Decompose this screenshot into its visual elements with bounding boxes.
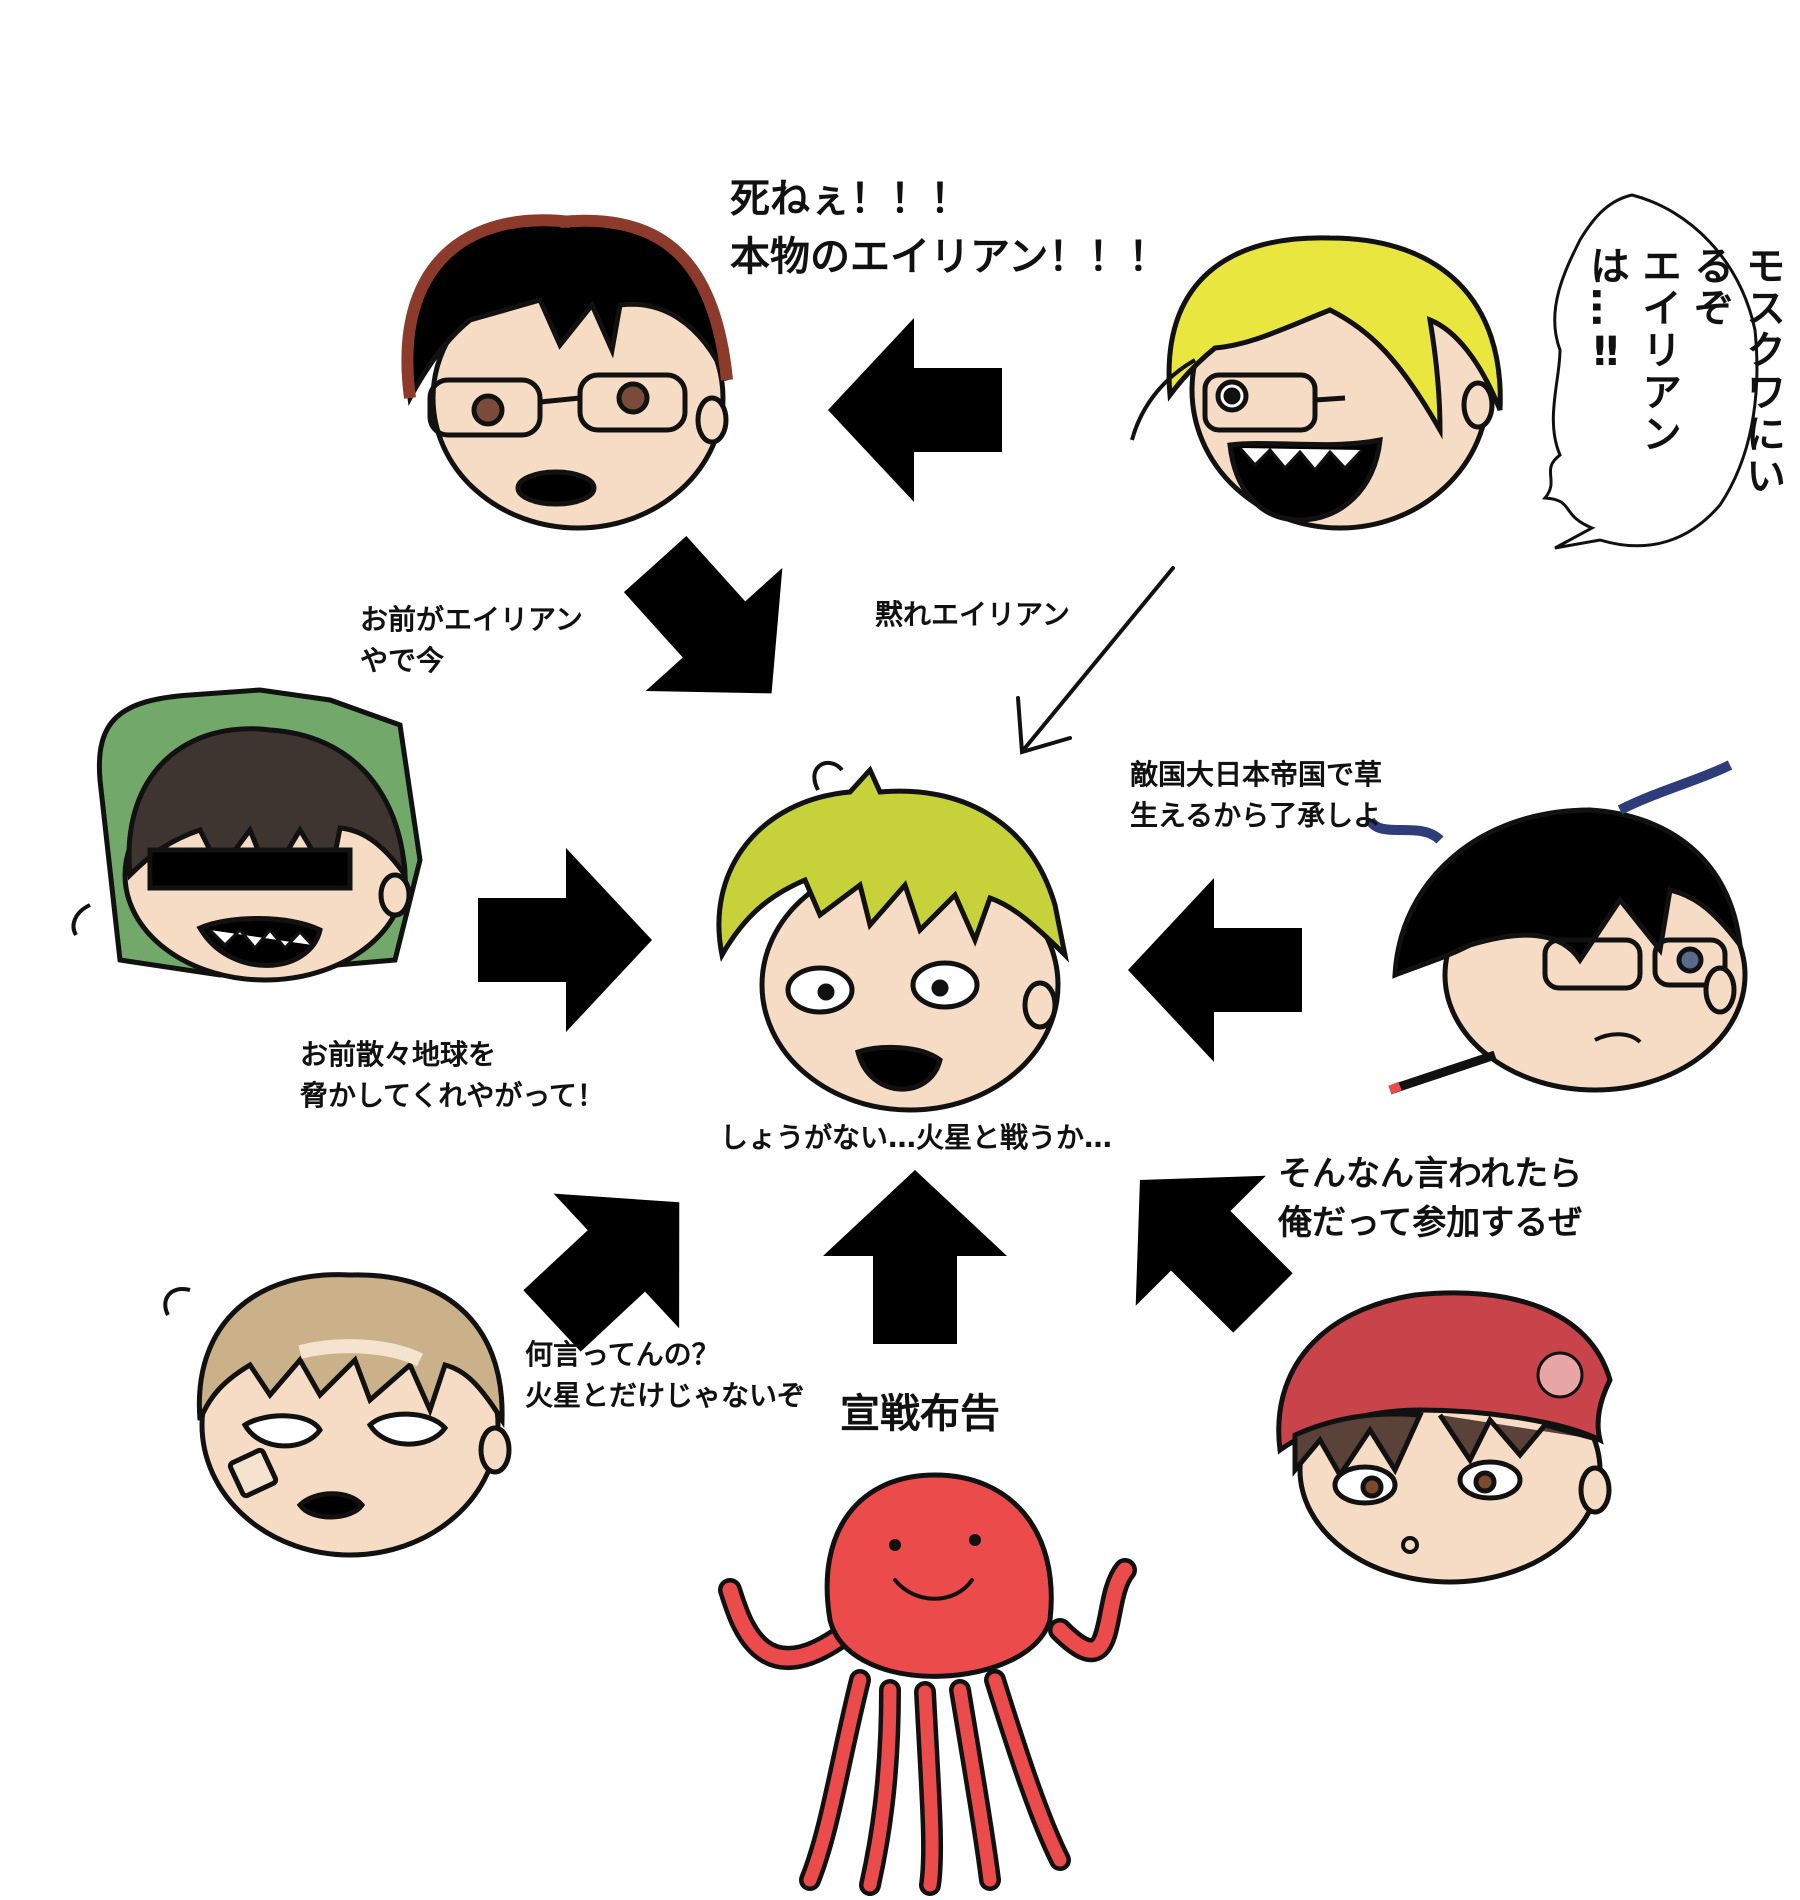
character-glasses-brown-hair bbox=[401, 214, 733, 531]
character-red-octopus-alien bbox=[718, 1472, 1137, 1896]
caption-left-accuse: お前がエイリアン やで今 bbox=[360, 603, 583, 677]
caption-center-mars: しょうがない…火星と戦うか… bbox=[720, 1121, 1113, 1154]
character-red-beanie bbox=[1276, 1290, 1613, 1585]
caption-left-earth: お前散々地球を 脅かしてくれやがって！ bbox=[300, 1038, 605, 1112]
character-center-blond bbox=[716, 760, 1070, 1113]
caption-right-join: そんなん言われたら 俺だって参加するぜ bbox=[1278, 1154, 1583, 1244]
block-arrow-left-to-center bbox=[478, 848, 652, 1032]
speech-bubble bbox=[1541, 193, 1759, 550]
caption-top-shout: 死ねぇ！！！ 本物のエイリアン！！！ bbox=[730, 176, 1169, 280]
block-arrow-right-to-center bbox=[1128, 878, 1302, 1062]
caption-bottom-left: 何言ってんの？ 火星とだけじゃないぞ bbox=[525, 1338, 806, 1412]
character-bandaged-tan bbox=[163, 1272, 512, 1558]
thin-arrow bbox=[1016, 566, 1175, 755]
arrows bbox=[478, 318, 1329, 1389]
character-green-hood bbox=[71, 687, 423, 983]
caption-right-enemy: 敵国大日本帝国で草 生えるから了承しよ bbox=[1130, 758, 1383, 832]
caption-declaration: 宣戦布告 bbox=[840, 1391, 1000, 1437]
block-arrow-diagonal-down bbox=[586, 502, 840, 755]
character-dark-blue-hair bbox=[1365, 760, 1748, 1095]
character-blond-glasses bbox=[1130, 235, 1503, 531]
block-arrow-top-left bbox=[828, 318, 1002, 502]
caption-speech-bubble: モスクワにいるぞ エイリアンは…‼︎ bbox=[1583, 245, 1785, 497]
caption-thin-arrow: 黙れエイリアン bbox=[875, 598, 1070, 631]
block-arrow-bottom-up bbox=[823, 1170, 1007, 1344]
